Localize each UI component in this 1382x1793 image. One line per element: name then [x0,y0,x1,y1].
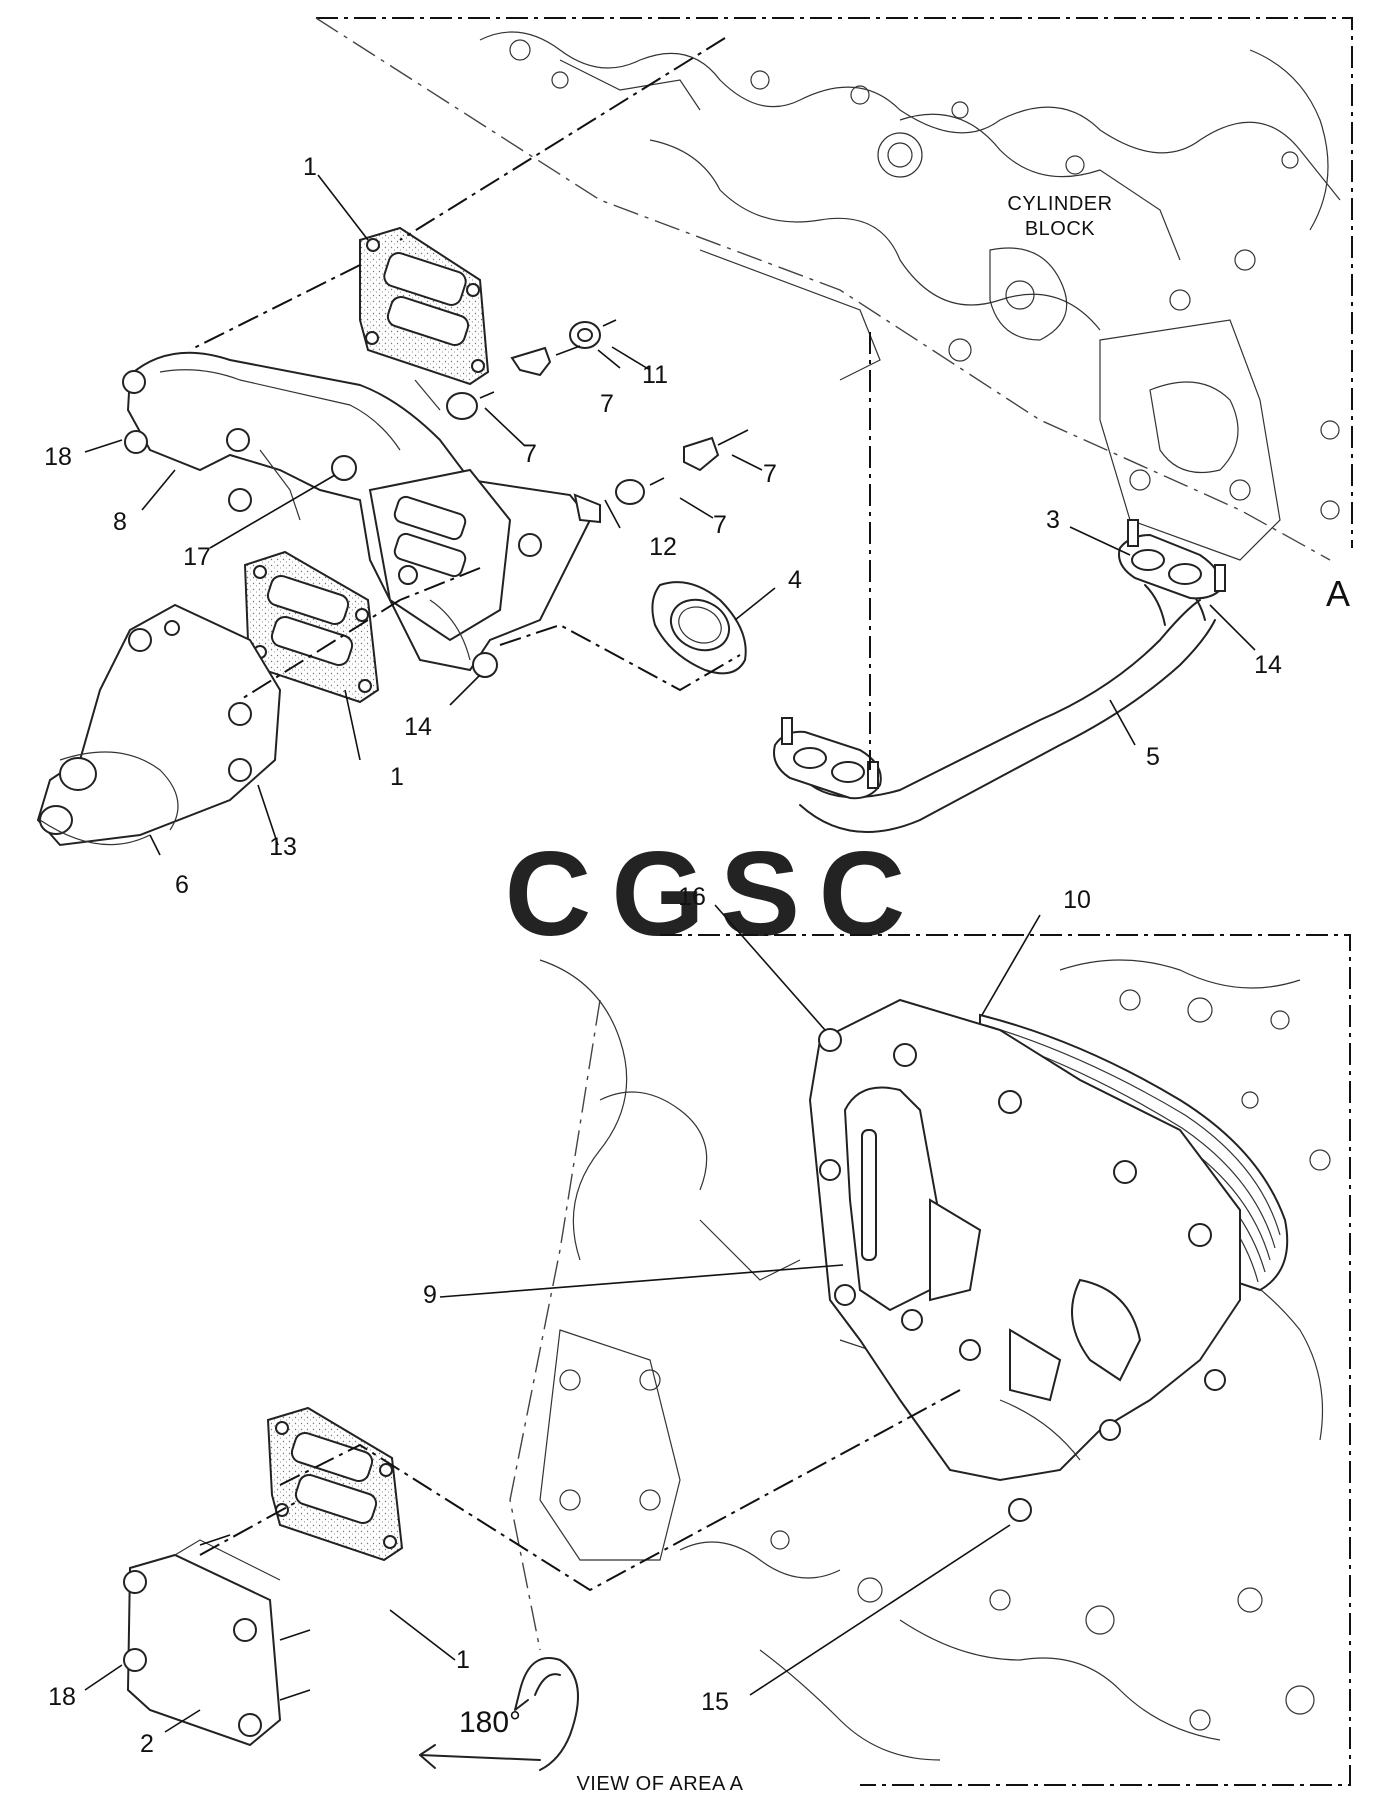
watermark-letter-c2: C [819,827,906,961]
callout-1-middle: 1 [390,763,404,791]
cooler-base-9 [808,998,1241,1522]
callout-3: 3 [1046,506,1060,534]
gasket-1-top [359,226,490,386]
callout-15: 15 [701,1688,729,1716]
view-caption: VIEW OF AREA A [576,1773,743,1793]
watermark-letter-g: G [611,827,704,961]
callout-12: 12 [649,533,677,561]
callout-10: 10 [1063,886,1091,914]
gasket-4 [651,581,747,675]
callout-2: 2 [140,1730,154,1758]
callout-1-top: 1 [303,153,317,181]
callout-8: 8 [113,508,127,536]
plug-set-7 [446,319,749,505]
cylinder-block-top [315,17,1353,561]
callout-14-right: 14 [1254,651,1282,679]
tube-assembly-5 [773,519,1226,833]
callout-7-a: 7 [600,390,614,418]
callout-7-c: 7 [763,460,777,488]
callout-7-b: 7 [523,440,537,468]
callout-5: 5 [1146,743,1160,771]
callout-13: 13 [269,833,297,861]
gasket-1-bottom [266,1406,404,1562]
callouts: 1 1 1 2 3 4 5 6 7 7 7 7 8 9 10 11 12 13 … [44,153,1282,1758]
area-a-marker: A [1326,573,1350,614]
callout-11: 11 [642,361,668,389]
callout-18-bottom: 18 [48,1683,76,1711]
alignment-lines-bottom [199,1389,961,1592]
callout-18-top: 18 [44,443,72,471]
callout-16: 16 [678,883,706,911]
cylinder-block-label-line2: BLOCK [1025,218,1095,240]
callout-14-left: 14 [404,713,432,741]
leader-lines [84,174,1256,1733]
callout-6: 6 [175,871,189,899]
watermark-letter-c1: C [505,827,592,961]
cgsc-watermark: C G S C [505,827,906,961]
watermark-letter-s: S [720,827,800,961]
callout-4: 4 [788,566,802,594]
callout-9: 9 [423,1281,437,1309]
connection-6 [36,603,282,847]
rotation-arrow-icon [419,1657,579,1771]
gasket-1-middle [243,550,380,704]
alignment-lines-top [189,37,871,770]
cover-plate-2 [123,1534,311,1747]
callout-17: 17 [183,543,211,571]
callout-7-d: 7 [713,511,727,539]
callout-1-bottom: 1 [456,1646,470,1674]
cylinder-block-label-line1: CYLINDER [1007,193,1112,215]
rotation-label: 180° [459,1706,521,1739]
